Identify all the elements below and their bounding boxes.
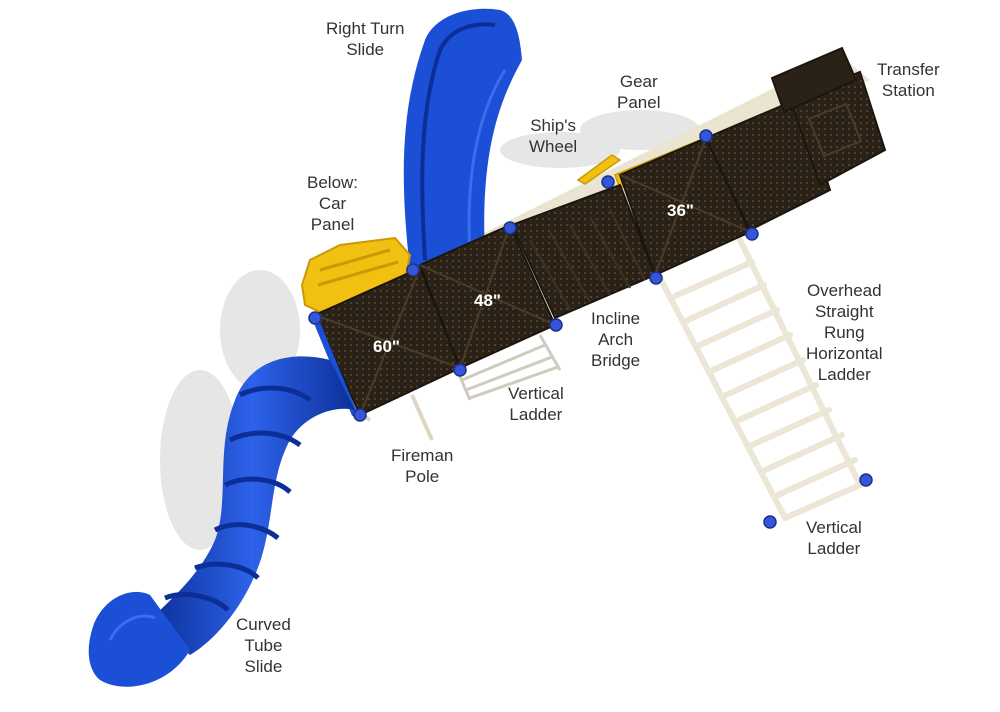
curved-tube-slide bbox=[88, 356, 355, 687]
overhead-ladder bbox=[657, 237, 863, 521]
label-curved-tube-slide: Curved Tube Slide bbox=[236, 615, 291, 676]
clamps bbox=[308, 129, 873, 529]
deck-48-label: 48" bbox=[474, 291, 501, 310]
deck-36 bbox=[618, 136, 752, 277]
ships-wheel bbox=[576, 154, 622, 185]
ground-shadows bbox=[160, 110, 700, 550]
label-vertical-ladder-right: Vertical Ladder bbox=[806, 518, 862, 558]
label-ships-wheel: Ship's Wheel bbox=[529, 116, 578, 156]
transfer-station bbox=[704, 46, 887, 232]
deck-36-label: 36" bbox=[667, 201, 694, 220]
label-car-panel: Below: Car Panel bbox=[307, 173, 359, 234]
label-incline-arch-bridge: Incline Arch Bridge bbox=[591, 309, 641, 370]
label-gear-panel: Gear Panel bbox=[617, 72, 661, 112]
right-turn-slide bbox=[403, 8, 522, 270]
vertical-ladder-mid bbox=[456, 334, 562, 401]
label-overhead-ladder: Overhead Straight Rung Horizontal Ladder bbox=[806, 281, 883, 384]
label-transfer-station: Transfer Station bbox=[877, 60, 940, 100]
label-right-turn-slide: Right Turn Slide bbox=[326, 19, 405, 59]
label-fireman-pole: Fireman Pole bbox=[391, 446, 454, 486]
car-panel bbox=[300, 236, 412, 314]
label-vertical-ladder-mid: Vertical Ladder bbox=[508, 384, 564, 424]
deck-60-label: 60" bbox=[373, 337, 400, 356]
